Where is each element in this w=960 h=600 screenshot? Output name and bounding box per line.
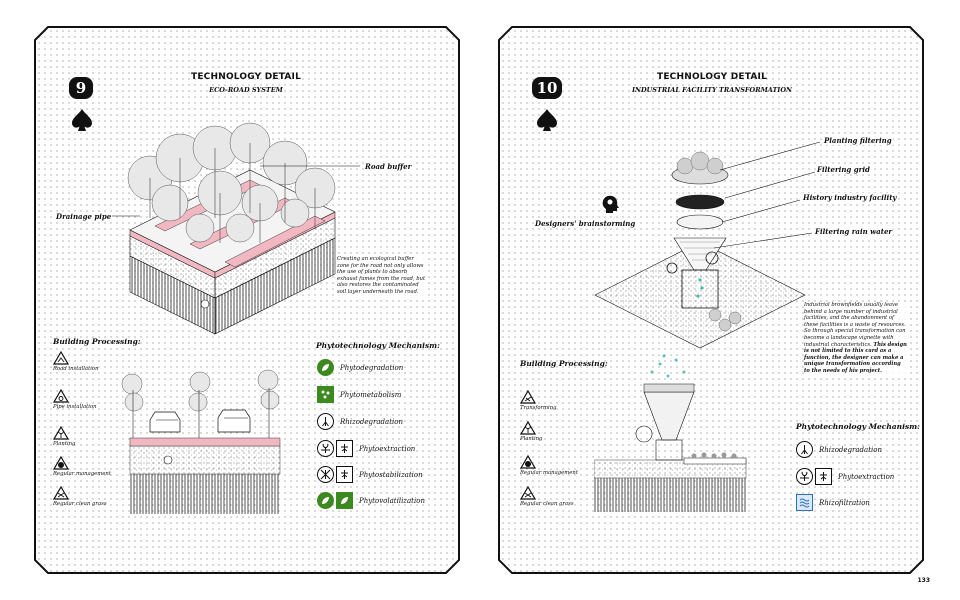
- card-description: Industrial brownfields usually leave beh…: [804, 302, 908, 375]
- mechanism-item: Phytodegradation: [317, 359, 403, 376]
- card-subtitle: INDUSTRIAL FACILITY TRANSFORMATION: [632, 86, 792, 94]
- warning-triangle-icon: [520, 390, 536, 404]
- label-filtering-rain-water: Filtering rain water: [814, 227, 894, 236]
- leaf-icon: [336, 492, 353, 509]
- process-step: Regular management: [53, 456, 111, 477]
- plant-root-icon: [336, 440, 353, 457]
- card-subtitle: ECO-ROAD SYSTEM: [209, 86, 283, 94]
- mechanism-item: Phytostabilization: [317, 466, 423, 483]
- label-designers-brainstorming: Designers' brainstorming: [534, 219, 637, 228]
- card-title: TECHNOLOGY DETAIL: [190, 72, 302, 82]
- label-history-facility: History industry facility: [802, 193, 898, 202]
- mechanism-item: Rhizofiltration: [796, 494, 870, 511]
- leaf-icon: [317, 492, 334, 509]
- card-description: Creating an ecological buffer zone for t…: [337, 256, 427, 296]
- process-step: Regular management: [520, 455, 578, 476]
- plant-extract-icon: [796, 468, 813, 485]
- molecule-icon: [317, 386, 334, 403]
- eco-road-isometric-diagram: [110, 122, 360, 335]
- process-step: Regular clean grass: [53, 486, 107, 507]
- card-number-badge: 9: [69, 77, 93, 99]
- building-processing-heading: Building Processing:: [53, 337, 141, 346]
- root-icon: [317, 413, 334, 430]
- label-filtering-grid: Filtering grid: [816, 165, 871, 174]
- process-step: Pipe installation: [53, 389, 97, 410]
- label-planting-filtering: Planting filtering: [823, 136, 893, 145]
- card-title: TECHNOLOGY DETAIL: [656, 72, 768, 82]
- process-step: Transforming: [520, 390, 557, 411]
- leaf-icon: [317, 359, 334, 376]
- warning-triangle-icon: [53, 351, 69, 365]
- warning-triangle-icon: [53, 456, 69, 470]
- mechanism-heading: Phytotechnology Mechanism:: [796, 422, 920, 431]
- mechanism-item: Phytovolatilization: [317, 492, 425, 509]
- building-processing-heading: Building Processing:: [520, 359, 608, 368]
- warning-triangle-icon: [520, 486, 536, 500]
- mechanism-item: Phytoextraction: [796, 468, 894, 485]
- mechanism-item: Phytoextraction: [317, 440, 415, 457]
- plant-root-icon: [815, 468, 832, 485]
- label-drainage-pipe: Drainage pipe: [55, 212, 113, 221]
- page-number: 133: [917, 577, 930, 584]
- process-step: Regular clean grass: [520, 486, 574, 507]
- mechanism-item: Rhizodegradation: [317, 413, 403, 430]
- mechanism-item: Rhizodegradation: [796, 441, 882, 458]
- water-filter-icon: [796, 494, 813, 511]
- spade-icon: [537, 109, 557, 131]
- warning-triangle-icon: [53, 426, 69, 440]
- plant-extract-icon: [317, 440, 334, 457]
- plant-root-icon: [336, 466, 353, 483]
- warning-triangle-icon: [520, 455, 536, 469]
- process-step: Planting: [520, 421, 542, 442]
- mechanism-heading: Phytotechnology Mechanism:: [316, 341, 440, 350]
- warning-triangle-icon: [53, 389, 69, 403]
- facility-section-diagram: [594, 354, 747, 512]
- card-number-badge: 10: [532, 77, 562, 99]
- filter-exploded-diagram: [594, 141, 821, 349]
- road-section-diagram: [121, 369, 281, 514]
- process-step: Planting: [53, 426, 75, 447]
- brain-head-icon: [602, 195, 619, 213]
- spade-icon: [72, 109, 92, 131]
- root-icon: [796, 441, 813, 458]
- process-step: Road installation: [53, 351, 99, 372]
- label-road-buffer: Road buffer: [364, 162, 413, 171]
- mechanism-item: Phytometabolism: [317, 386, 401, 403]
- stabilize-icon: [317, 466, 334, 483]
- warning-triangle-icon: [520, 421, 536, 435]
- warning-triangle-icon: [53, 486, 69, 500]
